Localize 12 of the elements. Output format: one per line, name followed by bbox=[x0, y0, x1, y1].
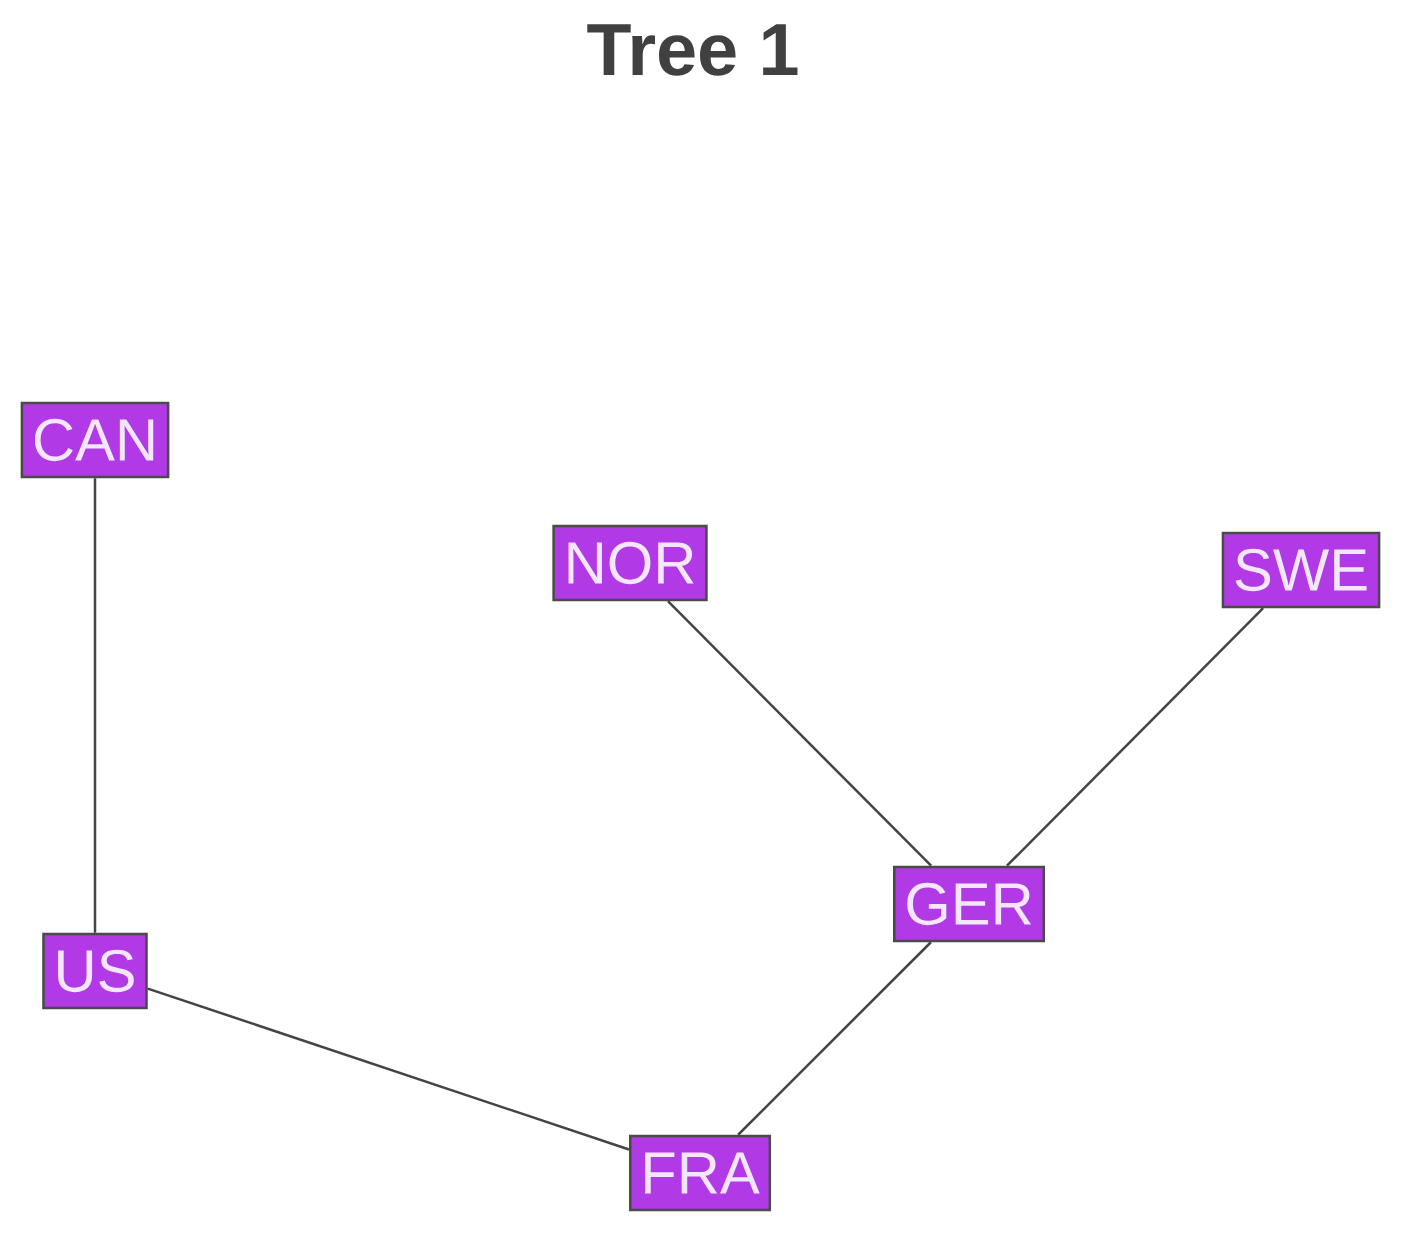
label-box: US bbox=[42, 932, 148, 1010]
connector-line bbox=[667, 600, 932, 867]
connector-line bbox=[1006, 607, 1264, 867]
label-box: FRA bbox=[629, 1134, 772, 1212]
label-box: SWE bbox=[1221, 531, 1381, 609]
connector-line bbox=[147, 987, 630, 1151]
label-box: CAN bbox=[20, 401, 170, 479]
connector-line bbox=[737, 941, 932, 1136]
connector-line bbox=[93, 478, 97, 933]
label-box: GER bbox=[893, 865, 1046, 943]
title: Tree 1 bbox=[587, 24, 798, 76]
label-box: NOR bbox=[552, 524, 708, 602]
